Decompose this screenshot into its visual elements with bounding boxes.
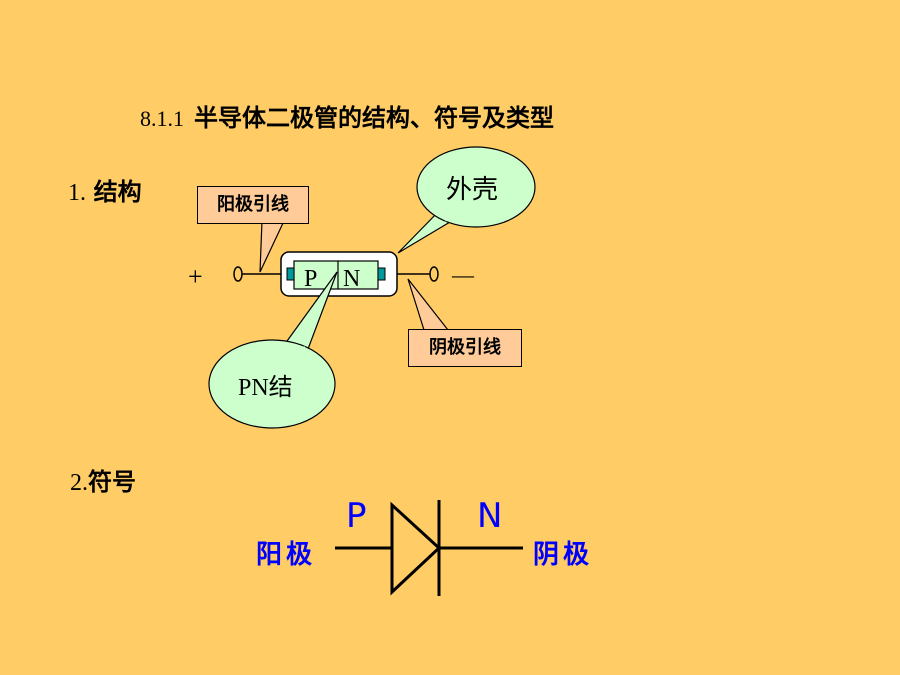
title-text: 半导体二极管的结构、符号及类型 <box>194 104 554 132</box>
symbol-triangle <box>390 501 442 596</box>
shell-callout-text: 外壳 <box>446 175 498 205</box>
junction-callout-text: PN结 <box>238 374 293 401</box>
page-title: 8.1.1 半导体二极管的结构、符号及类型 <box>140 98 554 133</box>
symbol-n-label: N <box>477 496 502 536</box>
section-symbol-label: 2.符号 <box>70 462 136 497</box>
chip-n-label: N <box>343 266 360 292</box>
anode-lead-callout: 阳极引线 <box>197 186 309 224</box>
anode-terminal <box>233 266 243 282</box>
shell-bubble <box>416 146 536 228</box>
section-structure-number: 1. <box>68 180 86 206</box>
section-symbol-number: 2. <box>70 470 88 496</box>
title-number: 8.1.1 <box>140 106 184 131</box>
junction-bubble <box>208 339 336 429</box>
cathode-terminal <box>429 266 439 282</box>
section-structure-label: 1. 结构 <box>68 172 142 207</box>
cathode-contact <box>377 267 386 281</box>
section-structure-text: 结构 <box>93 178 142 206</box>
symbol-p-label: P <box>346 496 367 536</box>
symbol-anode-label: 阳极 <box>256 540 316 569</box>
symbol-cathode-label: 阴极 <box>533 540 593 569</box>
anode-contact <box>286 267 295 281</box>
cathode-minus-sign: — <box>451 262 475 287</box>
section-symbol-text: 符号 <box>88 468 136 496</box>
cathode-lead-callout: 阴极引线 <box>408 329 522 367</box>
chip-p-label: P <box>304 266 317 292</box>
anode-plus-sign: + <box>188 262 203 291</box>
